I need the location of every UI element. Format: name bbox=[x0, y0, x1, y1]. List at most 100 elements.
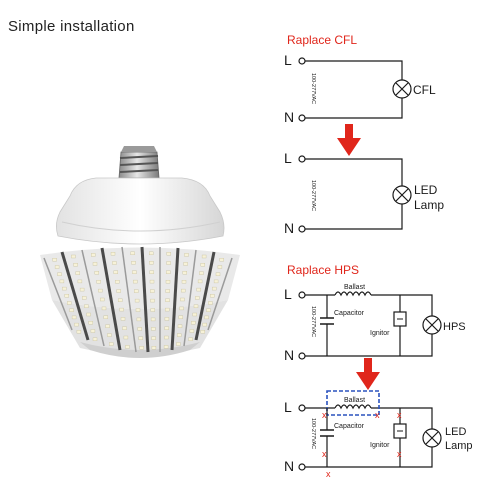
fin-gap bbox=[100, 247, 122, 351]
led-chip bbox=[134, 298, 140, 303]
led-chip bbox=[66, 301, 72, 305]
led-chip bbox=[180, 297, 185, 302]
led-chip bbox=[112, 261, 117, 265]
led-chip bbox=[122, 326, 127, 330]
led-chip bbox=[150, 317, 156, 322]
led-chip bbox=[101, 306, 107, 311]
led-chip bbox=[133, 279, 138, 284]
hps-wiring-after: L N Ballast Capacitor Ignitor LED Lamp 1… bbox=[284, 390, 473, 479]
led-chip bbox=[136, 317, 142, 322]
led-chip bbox=[176, 333, 182, 337]
led-chip bbox=[77, 279, 83, 284]
led-chip bbox=[92, 337, 98, 341]
lamp-symbol bbox=[422, 315, 442, 335]
led-chip bbox=[137, 327, 143, 331]
led-chip bbox=[179, 306, 184, 311]
led-chip bbox=[191, 321, 196, 325]
led-chip bbox=[79, 287, 85, 292]
line-terminal-label: L bbox=[284, 286, 292, 302]
lamp-label: HPS bbox=[443, 321, 466, 333]
led-chip bbox=[150, 308, 156, 312]
led-chip bbox=[74, 322, 79, 327]
led-chip bbox=[151, 336, 156, 340]
lamp-symbol bbox=[392, 185, 412, 205]
lamp-label-line-2: Lamp bbox=[445, 440, 473, 452]
neutral-terminal-label: N bbox=[284, 458, 294, 474]
ballast-label: Ballast bbox=[344, 284, 365, 291]
led-chip bbox=[99, 297, 105, 302]
led-chip bbox=[62, 286, 67, 291]
led-chip bbox=[84, 304, 89, 308]
led-chip bbox=[177, 324, 183, 328]
voltage-label: 100-277VAC bbox=[310, 73, 316, 104]
led-chip bbox=[139, 346, 144, 350]
led-chip bbox=[150, 289, 155, 293]
voltage-label: 100-277VAC bbox=[310, 306, 316, 337]
led-chip bbox=[166, 270, 171, 274]
lamp-symbol bbox=[422, 428, 442, 448]
led-chip bbox=[119, 307, 124, 312]
led-chip bbox=[64, 294, 70, 298]
led-chip bbox=[196, 287, 201, 292]
fin-gap bbox=[60, 251, 90, 341]
neutral-terminal-label: N bbox=[284, 220, 294, 236]
led-chip bbox=[71, 315, 77, 320]
voltage-label: 100-277VAC bbox=[310, 418, 316, 449]
lamp-label: CFL bbox=[413, 83, 436, 97]
led-chip bbox=[116, 289, 121, 293]
ignitor-label: Ignitor bbox=[370, 330, 390, 337]
screw-base bbox=[118, 146, 160, 179]
voltage-label: 100-277VAC bbox=[310, 180, 316, 211]
capacitor-symbol bbox=[320, 429, 334, 437]
led-chip bbox=[130, 251, 135, 256]
led-chip bbox=[208, 301, 213, 305]
led-chip bbox=[115, 280, 120, 284]
led-chip bbox=[90, 329, 96, 333]
led-chip bbox=[199, 271, 204, 275]
led-chip bbox=[135, 308, 141, 312]
led-chip bbox=[52, 258, 57, 262]
capacitor-label: Capacitor bbox=[334, 423, 365, 430]
cfl-section-title: Raplace CFL bbox=[287, 33, 357, 47]
led-chip bbox=[117, 298, 123, 302]
hps-section-title: Raplace HPS bbox=[287, 263, 359, 277]
led-chip bbox=[151, 346, 157, 350]
led-chip bbox=[132, 270, 137, 274]
led-chip bbox=[81, 296, 87, 300]
led-chip bbox=[166, 261, 171, 265]
line-terminal-label: L bbox=[284, 150, 292, 166]
led-chip bbox=[182, 271, 188, 275]
ballast-bypass-box bbox=[326, 390, 380, 416]
led-chip bbox=[69, 308, 74, 312]
led-chip bbox=[166, 251, 172, 256]
cut-mark: x bbox=[375, 410, 380, 420]
cut-mark: x bbox=[326, 469, 331, 479]
led-chip bbox=[86, 312, 91, 317]
cfl-wiring-after: L N LED Lamp 100-277VAC bbox=[284, 150, 444, 236]
led-chip bbox=[193, 304, 199, 308]
led-chip bbox=[73, 263, 78, 267]
led-chip bbox=[149, 270, 154, 274]
led-chip bbox=[151, 327, 156, 331]
capacitor-symbol bbox=[320, 317, 334, 325]
led-chip bbox=[195, 296, 200, 300]
lamp-symbol bbox=[392, 79, 412, 99]
line-terminal-label: L bbox=[284, 399, 292, 415]
led-chip bbox=[217, 265, 223, 269]
led-chip bbox=[188, 337, 193, 341]
led-chip bbox=[164, 307, 170, 312]
led-chip bbox=[105, 324, 110, 328]
fin-gap bbox=[170, 247, 180, 351]
fin-gap bbox=[207, 257, 233, 331]
led-chip bbox=[165, 298, 170, 302]
led-chip bbox=[211, 286, 217, 291]
led-chip bbox=[176, 342, 181, 346]
cut-mark: x bbox=[322, 449, 327, 459]
led-chip bbox=[107, 333, 112, 337]
led-chip bbox=[131, 261, 136, 265]
led-chip bbox=[149, 279, 155, 284]
led-chip bbox=[184, 253, 189, 257]
led-chip bbox=[76, 330, 82, 334]
led-chip bbox=[113, 270, 119, 274]
